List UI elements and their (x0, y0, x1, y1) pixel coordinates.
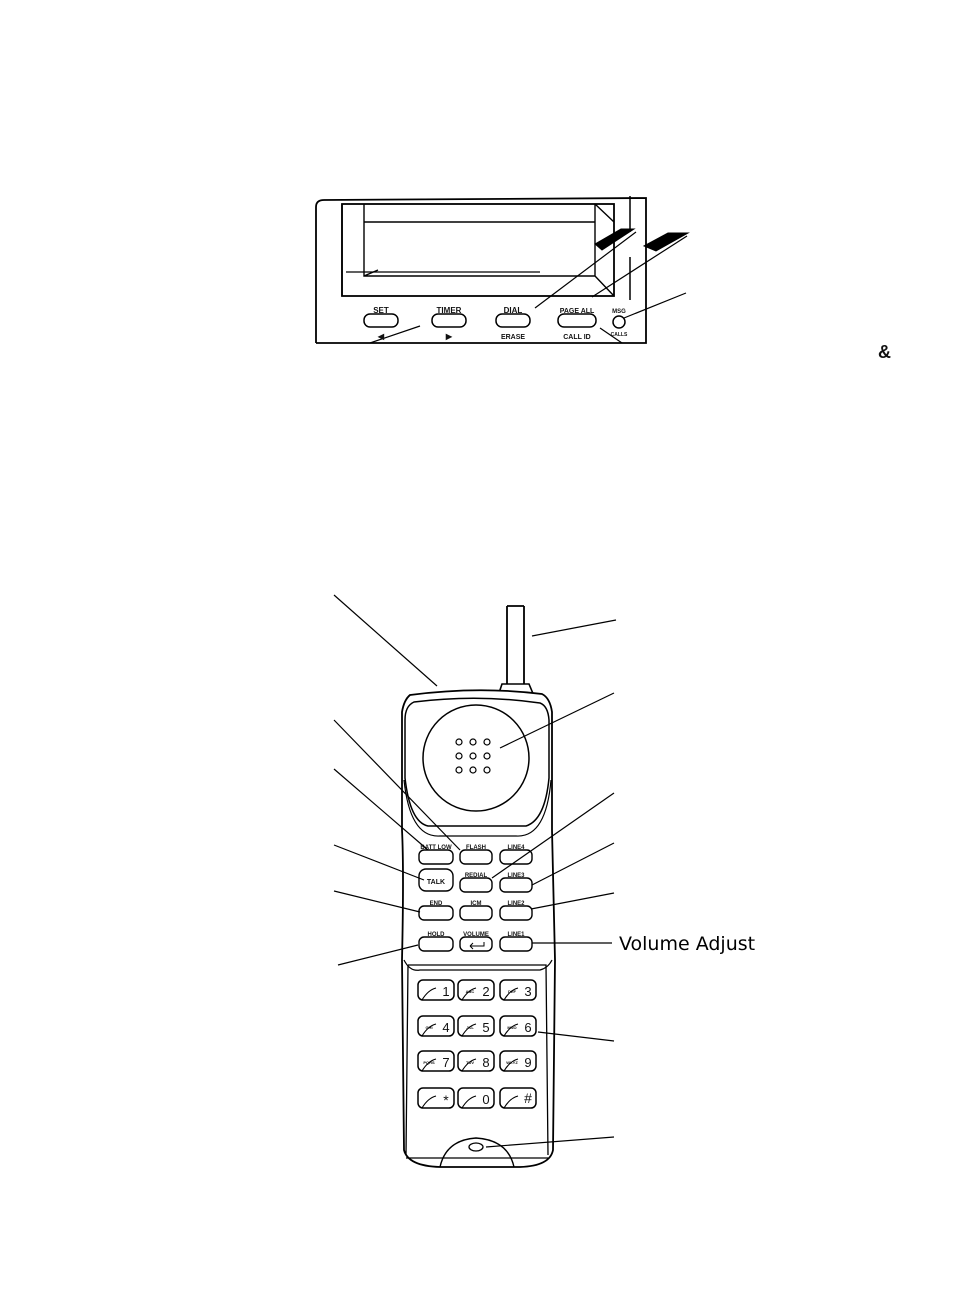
key-label: REDIAL (465, 873, 488, 879)
key-label: LINE4 (507, 845, 525, 851)
indicator-mark-1 (594, 228, 636, 251)
dial-keypad: 1 ABC 2 DEF 3 GHI 4 JKL 5 MNO 6 (417, 979, 537, 1109)
dial-key-star[interactable]: * (417, 1087, 455, 1109)
key-label: END (430, 901, 443, 907)
base-button-set[interactable]: SET ◀ (363, 306, 399, 341)
key-letters: TUV (466, 1060, 474, 1065)
key-digit: 8 (482, 1055, 489, 1070)
key-digit: 3 (524, 984, 531, 999)
key-digit: 7 (442, 1055, 449, 1070)
base-unit (315, 196, 690, 344)
key-label: VOLUME (463, 932, 489, 938)
keypad-bezel (405, 964, 549, 1156)
base-button-label: PAGE ALL (560, 308, 595, 315)
key-label: HOLD (428, 932, 446, 938)
lcd-bevel (341, 203, 615, 297)
dial-key-0[interactable]: 0 (457, 1087, 495, 1109)
hold-button[interactable]: HOLD (418, 932, 454, 952)
earpiece-bezel (404, 697, 550, 827)
key-digit: 2 (482, 984, 489, 999)
key-label: LINE2 (507, 901, 525, 907)
key-label: LINE1 (507, 932, 525, 938)
base-button-sublabel: CALL ID (563, 334, 590, 341)
dial-key-2[interactable]: ABC 2 (457, 979, 495, 1001)
dial-key-3[interactable]: DEF 3 (499, 979, 537, 1001)
callout-line (623, 292, 687, 319)
microphone (439, 1137, 515, 1168)
antenna (506, 605, 525, 684)
calls-label: CALLS (611, 332, 628, 338)
left-arrow-icon: ◀ (377, 332, 385, 341)
dial-key-5[interactable]: JKL 5 (457, 1015, 495, 1037)
key-label: FLASH (466, 845, 486, 851)
volume-button[interactable]: VOLUME (459, 932, 493, 952)
dial-key-9[interactable]: WXYZ 9 (499, 1050, 537, 1072)
base-button-dial[interactable]: DIAL ERASE (495, 306, 531, 341)
dial-key-7[interactable]: PQRS 7 (417, 1050, 455, 1072)
base-button-page-all[interactable]: PAGE ALL CALL ID (557, 308, 597, 341)
base-button-label: DIAL (504, 306, 523, 315)
key-label: LINE3 (507, 873, 525, 879)
return-arrow-icon (469, 942, 485, 950)
base-button-label: TIMER (437, 306, 462, 315)
key-letters: DEF (508, 989, 517, 994)
key-label: ICM (471, 901, 482, 907)
callout-line (591, 235, 688, 298)
line2-button[interactable]: LINE2 (499, 901, 533, 921)
redial-button[interactable]: REDIAL (459, 873, 493, 893)
msg-indicator: MSG CALLS (611, 309, 628, 338)
msg-label: MSG (612, 309, 626, 315)
dial-key-8[interactable]: TUV 8 (457, 1050, 495, 1072)
key-digit: * (443, 1092, 449, 1108)
callout-line (369, 325, 421, 344)
base-button-sublabel: ERASE (501, 334, 525, 341)
handset (401, 605, 556, 1168)
dial-key-pound[interactable]: # (499, 1087, 537, 1109)
key-digit: 0 (482, 1092, 489, 1107)
key-label: TALK (427, 879, 445, 886)
key-digit: 9 (524, 1055, 531, 1070)
speaker-grille (422, 704, 530, 812)
key-letters: WXYZ (506, 1060, 518, 1065)
flash-button[interactable]: FLASH (459, 845, 493, 865)
base-button-timer[interactable]: TIMER ▶ (431, 306, 467, 341)
callout-line (534, 231, 637, 309)
key-digit: 1 (442, 984, 449, 999)
key-letters: JKL (466, 1025, 474, 1030)
indicator-mark-2 (642, 232, 690, 252)
msg-led-icon (612, 315, 626, 329)
end-button[interactable]: END (418, 901, 454, 921)
key-digit: 5 (482, 1020, 489, 1035)
ampersand-text: & (878, 342, 891, 362)
base-button-label: SET (373, 306, 389, 315)
line4-button[interactable]: LINE4 (499, 845, 533, 865)
batt-low-indicator: BATT LOW (418, 845, 454, 865)
callout-lines (333, 594, 617, 1148)
handset-body (401, 689, 556, 1168)
key-digit: 6 (524, 1020, 531, 1035)
microphone-icon (468, 1142, 484, 1152)
callout-line (599, 327, 623, 344)
dial-key-1[interactable]: 1 (417, 979, 455, 1001)
base-outline (315, 197, 647, 344)
key-digit: # (524, 1090, 532, 1106)
key-letters: ABC (466, 989, 475, 994)
talk-button[interactable]: TALK (418, 868, 454, 892)
key-digit: 4 (442, 1020, 449, 1035)
line1-button[interactable]: LINE1 (499, 932, 533, 952)
right-arrow-icon: ▶ (445, 332, 453, 341)
function-keys: BATT LOW FLASH LINE4 TALK REDIAL LINE3 E… (418, 845, 533, 952)
icm-button[interactable]: ICM (459, 901, 493, 921)
lcd-window (341, 203, 615, 297)
volume-adjust-label: Volume Adjust (619, 933, 755, 955)
key-label: BATT LOW (420, 845, 452, 851)
